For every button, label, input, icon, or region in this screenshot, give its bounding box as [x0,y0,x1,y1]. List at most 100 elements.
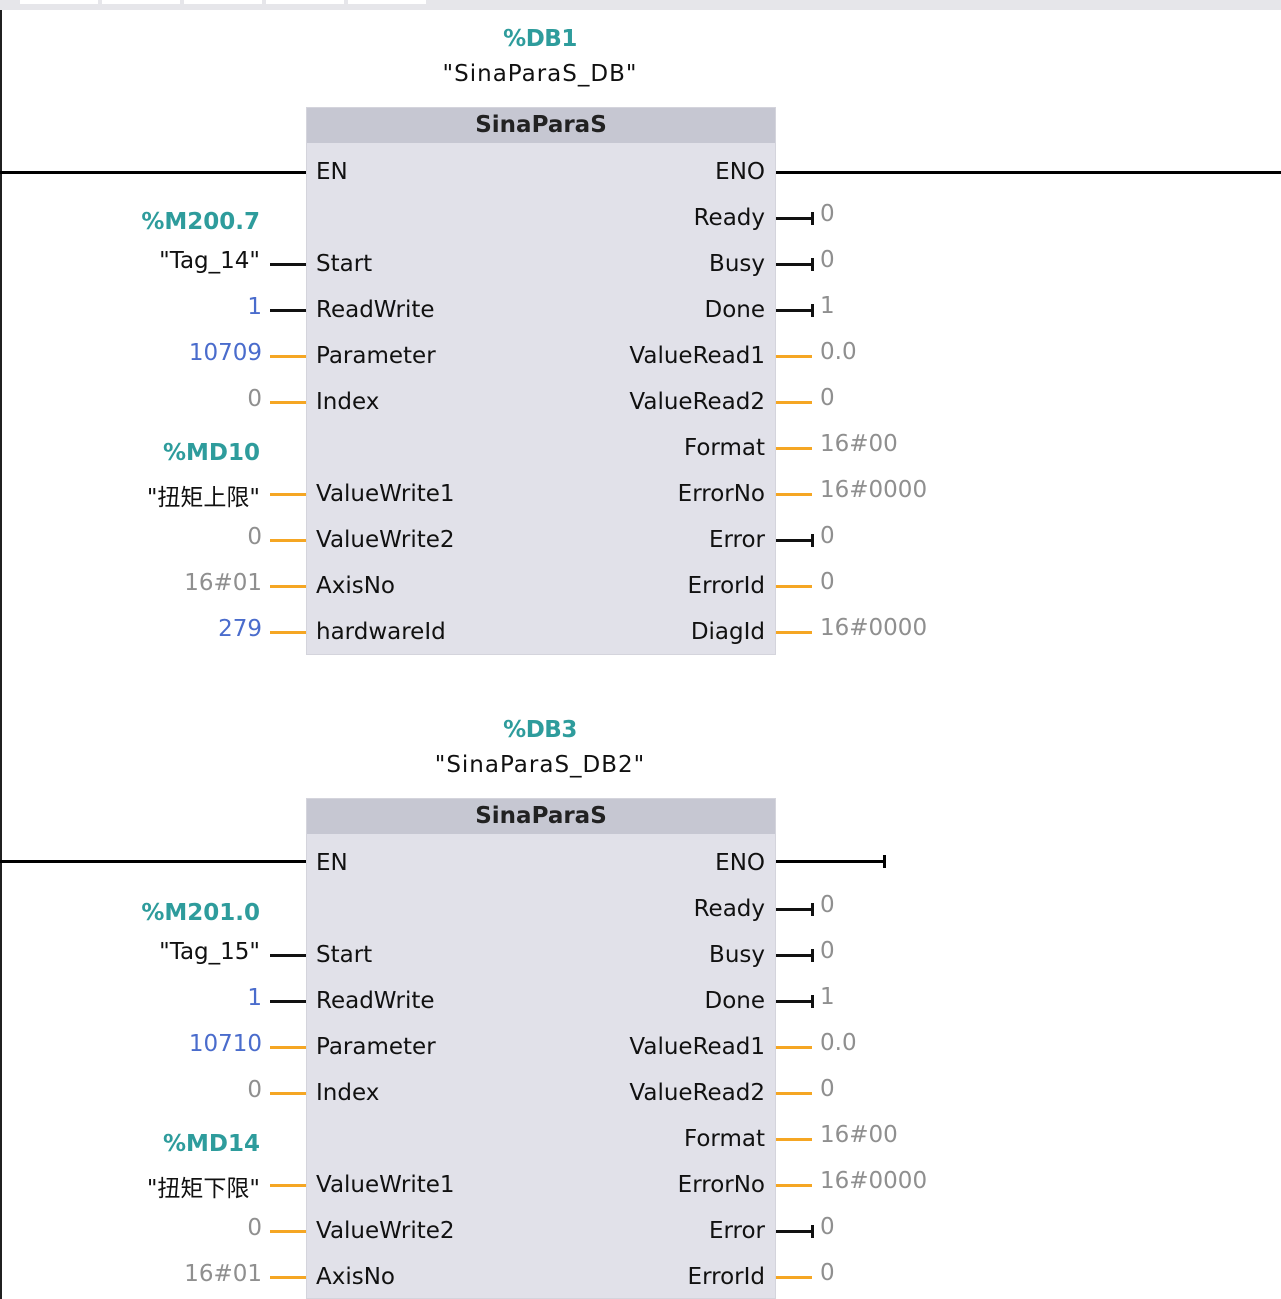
wire-format [776,447,812,450]
valuewrite1-tag-name[interactable]: "扭矩下限" [146,1176,260,1202]
hardwareid-value[interactable]: 279 [218,616,262,642]
wire-parameter [270,355,306,358]
errorno-value: 16#0000 [820,1168,928,1194]
done-value: 1 [820,984,835,1010]
start-tag-name[interactable]: "Tag_14" [159,248,260,274]
errorid-value: 0 [820,1260,835,1286]
power-rail [0,10,2,1299]
readwrite-value[interactable]: 1 [247,985,262,1011]
editor-top-strip [0,0,1281,10]
valuewrite1-tag-name[interactable]: "扭矩上限" [146,485,260,511]
pin-errorid: ErrorId [687,1264,765,1290]
busy-value: 0 [820,247,835,273]
pin-start: Start [316,251,373,277]
pin-errorno: ErrorNo [677,1172,765,1198]
pin-eno: ENO [715,850,765,876]
axisno-value[interactable]: 16#01 [184,570,262,596]
start-tag-name[interactable]: "Tag_15" [159,939,260,965]
instance-db-address: %DB3 [503,717,577,743]
wire-parameter [270,1046,306,1049]
valuewrite2-value[interactable]: 0 [247,1215,262,1241]
pin-index: Index [316,1080,380,1106]
valueread2-value: 0 [820,1076,835,1102]
wire-busy [776,954,813,957]
wire-valueread2 [776,1092,812,1095]
valueread1-value: 0.0 [820,339,857,365]
pin-en: EN [316,159,348,185]
wire-busy-end [811,258,814,271]
index-value[interactable]: 0 [247,386,262,412]
block-box[interactable]: SinaParaS [306,107,776,655]
valuewrite2-value[interactable]: 0 [247,524,262,550]
rung-line-out [776,171,1281,174]
pin-axisno: AxisNo [316,573,395,599]
parameter-value[interactable]: 10709 [188,340,262,366]
pin-done: Done [704,988,765,1014]
instance-db-name[interactable]: "SinaParaS_DB2" [434,752,646,778]
pin-valuewrite1: ValueWrite1 [316,481,455,507]
busy-value: 0 [820,938,835,964]
block-title: SinaParaS [307,108,775,143]
pin-valuewrite1: ValueWrite1 [316,1172,455,1198]
wire-valuewrite2 [270,539,306,542]
pin-diagid: DiagId [690,619,765,645]
rung-line-out [776,860,886,863]
pin-valueread1: ValueRead1 [629,343,765,369]
pin-start: Start [316,942,373,968]
wire-readwrite [270,1000,306,1003]
top-tab-segment[interactable] [266,0,344,4]
format-value: 16#00 [820,1122,898,1148]
valuewrite1-tag-address: %MD14 [162,1131,260,1157]
parameter-value[interactable]: 10710 [188,1031,262,1057]
top-tab-segment[interactable] [20,0,98,4]
top-tab-segment[interactable] [184,0,262,4]
wire-valueread1 [776,1046,812,1049]
pin-done: Done [704,297,765,323]
wire-done-end [811,304,814,317]
wire-done [776,309,813,312]
wire-busy [776,263,813,266]
wire-error-end [811,1225,814,1238]
pin-errorid: ErrorId [687,573,765,599]
axisno-value[interactable]: 16#01 [184,1261,262,1287]
block-title: SinaParaS [307,799,775,834]
top-tab-segment[interactable] [102,0,180,4]
wire-hardwareid [270,631,306,634]
wire-ready [776,217,813,220]
pin-hardwareid: hardwareId [316,619,446,645]
block-box[interactable]: SinaParaS [306,798,776,1299]
readwrite-value[interactable]: 1 [247,294,262,320]
valueread2-value: 0 [820,385,835,411]
pin-valuewrite2: ValueWrite2 [316,1218,455,1244]
wire-axisno [270,1276,306,1279]
pin-readwrite: ReadWrite [316,297,435,323]
wire-valuewrite1 [270,1184,306,1187]
wire-errorid [776,585,812,588]
pin-ready: Ready [693,205,765,231]
top-tab-segment[interactable] [348,0,426,4]
instance-db-name[interactable]: "SinaParaS_DB" [442,61,638,87]
index-value[interactable]: 0 [247,1077,262,1103]
error-value: 0 [820,1214,835,1240]
wire-diagid [776,631,812,634]
wire-start [270,263,306,266]
wire-valuewrite2 [270,1230,306,1233]
wire-valueread2 [776,401,812,404]
rung-line-in [0,860,306,863]
rung-line-in [0,171,306,174]
done-value: 1 [820,293,835,319]
start-tag-address: %M201.0 [141,900,260,926]
pin-en: EN [316,850,348,876]
errorid-value: 0 [820,569,835,595]
wire-index [270,401,306,404]
format-value: 16#00 [820,431,898,457]
ready-value: 0 [820,892,835,918]
pin-busy: Busy [709,942,765,968]
wire-ready-end [811,903,814,916]
wire-start [270,954,306,957]
pin-eno: ENO [715,159,765,185]
wire-ready [776,908,813,911]
pin-axisno: AxisNo [316,1264,395,1290]
wire-valuewrite1 [270,493,306,496]
wire-error [776,1230,813,1233]
